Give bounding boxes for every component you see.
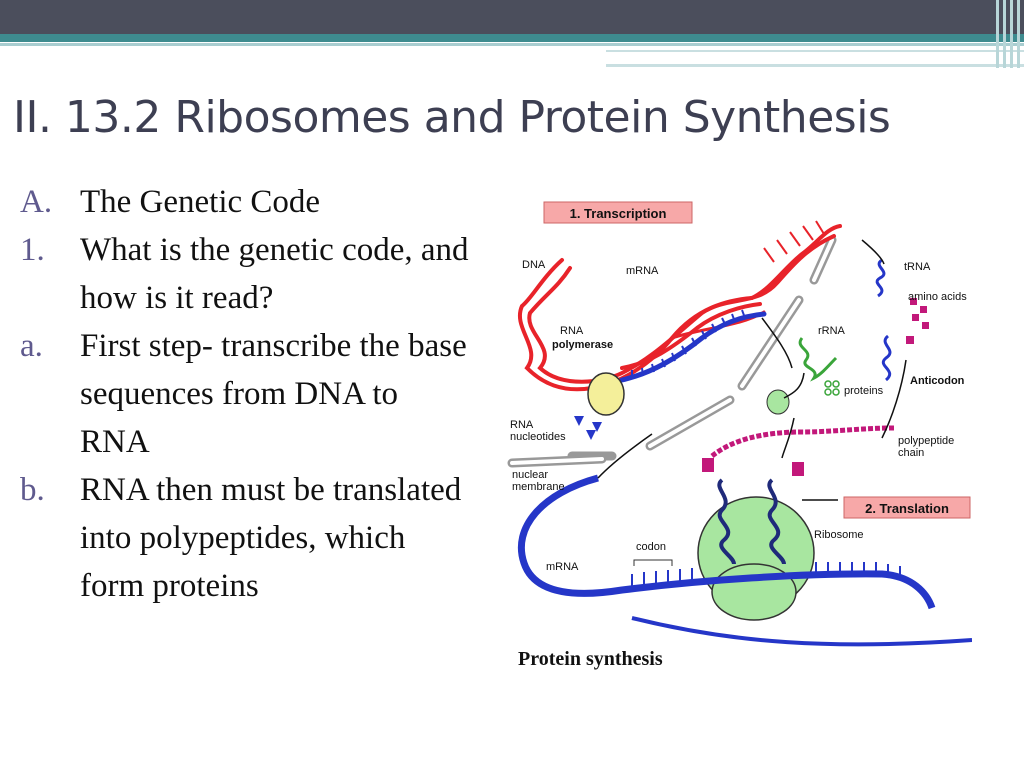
bullet-item: a. First step- transcribe the base seque…: [20, 322, 470, 466]
bullet-marker: 1.: [20, 232, 45, 268]
process-arrows: [597, 239, 907, 501]
codon-label: codon: [636, 541, 666, 553]
mrna-strand-translation: [517, 474, 936, 610]
rna-polymerase: [587, 372, 625, 416]
translation-label: 2. Translation: [865, 501, 949, 516]
mrna-bottom-label: mRNA: [546, 561, 579, 573]
transcription-label: 1. Transcription: [570, 206, 667, 221]
nuclear-membrane-label: nuclear: [512, 469, 548, 481]
small-ribosome-subunit: [766, 389, 790, 415]
amino-acids-label: amino acids: [908, 291, 967, 303]
trna-molecule: [875, 258, 886, 298]
header-bar: [0, 0, 1024, 34]
rrna-molecule: [798, 337, 838, 382]
header-rule-accent-lower: [606, 64, 1024, 67]
bullet-text: First step- transcribe the base sequence…: [80, 328, 467, 460]
bullet-item: b. RNA then must be translated into poly…: [20, 466, 470, 610]
polypeptide-chain-label: polypeptide: [898, 435, 954, 447]
rna-nucleotides: [574, 416, 602, 440]
bullet-item: A. The Genetic Code: [20, 178, 470, 226]
translation-label-box: [843, 496, 971, 519]
mrna-top-label: mRNA: [626, 265, 659, 277]
protein-synthesis-diagram: 1. Transcription 2. Translation: [507, 201, 972, 670]
rna-polymerase-label-2: polymerase: [552, 339, 613, 351]
polypeptide-chain: [710, 425, 895, 458]
bullet-item: 1. What is the genetic code, and how is …: [20, 226, 470, 322]
header-corner-stripes: [994, 0, 1024, 68]
codon-bracket: [633, 559, 673, 566]
bullet-marker: A.: [20, 184, 53, 220]
ribosome-label: Ribosome: [814, 529, 864, 541]
diagram-caption: Protein synthesis: [518, 648, 663, 670]
slide-title: II. 13.2 Ribosomes and Protein Synthesis: [13, 92, 891, 143]
amino-acid-icons: [910, 298, 929, 329]
bullet-marker: b.: [20, 472, 45, 508]
polypeptide-chain-label-2: chain: [898, 447, 924, 459]
protein-dots: [824, 380, 840, 396]
bullet-text: What is the genetic code, and how is it …: [80, 232, 469, 316]
rna-nucleotides-label-2: nucleotides: [510, 431, 566, 443]
bullet-text: RNA then must be translated into polypep…: [80, 472, 462, 604]
trna-label: tRNA: [904, 261, 931, 273]
bullet-text: The Genetic Code: [80, 184, 321, 220]
anticodon-label: Anticodon: [910, 375, 965, 387]
nuclear-membrane-label-2: membrane: [512, 481, 565, 493]
transcription-label-box: [543, 201, 693, 224]
header-rule-thin: [0, 43, 1024, 46]
rna-nucleotides-label: RNA: [510, 419, 534, 431]
header-rule: [0, 34, 1024, 42]
bullet-marker: a.: [20, 328, 43, 364]
header-rule-accent: [606, 50, 1024, 52]
rrna-label: rRNA: [818, 325, 846, 337]
bullet-list: A. The Genetic Code 1. What is the genet…: [20, 178, 470, 610]
proteins-label: proteins: [844, 385, 884, 397]
dna-label: DNA: [522, 259, 546, 271]
rna-polymerase-label: RNA: [560, 325, 584, 337]
ribosome-small-subunit: [711, 563, 797, 621]
trna-in-ribosome: [717, 478, 786, 565]
